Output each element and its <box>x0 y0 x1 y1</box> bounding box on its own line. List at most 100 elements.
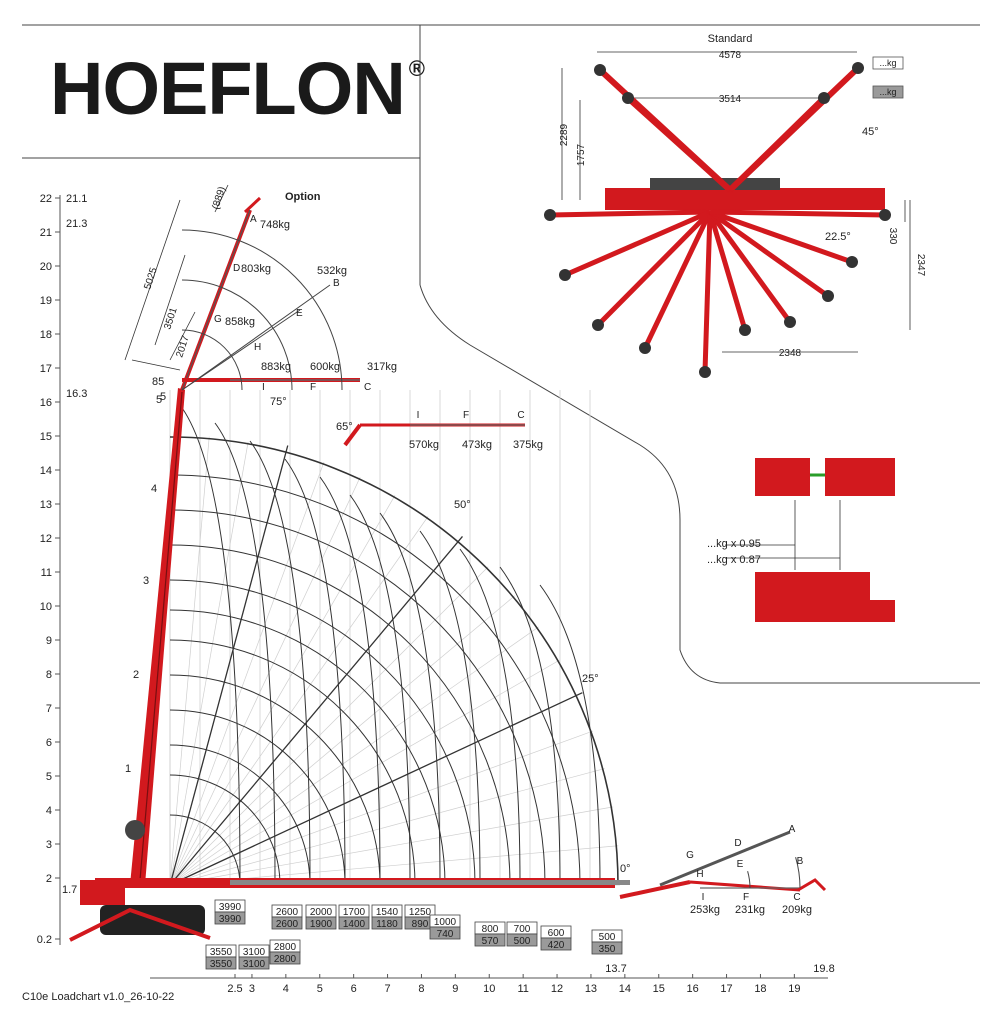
y-tick-label: 16 <box>40 397 52 409</box>
grid-radial <box>169 462 325 886</box>
plan-outrigger-pad <box>822 290 834 302</box>
main-boom-edge <box>139 391 183 881</box>
grid-radial <box>169 495 396 886</box>
dim-5025 <box>124 199 181 361</box>
angle-45: 45° <box>862 126 879 138</box>
jib65-point-C: C <box>517 410 524 421</box>
jib65-load: 570kg <box>409 439 439 451</box>
jib65-point-F: F <box>463 410 469 421</box>
plan-outrigger-upper <box>727 95 827 193</box>
capacity-box-bottom <box>371 916 403 930</box>
y-tick-label: 12 <box>40 533 52 545</box>
crane-body <box>80 880 125 905</box>
load-arc <box>169 509 546 886</box>
y-tick-label: 11 <box>41 567 52 579</box>
x-tick-label: 14 <box>619 983 631 995</box>
dim-2017 <box>169 311 196 361</box>
plan-outrigger-pad <box>784 316 796 328</box>
hoeflon-logo: HOEFLON® <box>50 47 425 130</box>
detail-bottom-right <box>825 572 870 622</box>
factor-087: ...kg x 0.87 <box>707 554 761 566</box>
dim-2289: 2289 <box>559 123 570 146</box>
y-tick-label: 18 <box>40 329 52 341</box>
kg-box-1 <box>872 56 904 70</box>
capacity-bottom-value: 1400 <box>343 919 366 930</box>
jib0-base <box>619 880 691 899</box>
capacity-box-bottom <box>214 911 246 925</box>
capacity-top-value: 1540 <box>376 907 399 918</box>
detail-top-left <box>755 458 810 496</box>
grid-radial <box>169 477 361 886</box>
jib-load-D: 803kg <box>241 263 271 275</box>
capacity-top-value: 1700 <box>343 907 366 918</box>
dim-1757: 1757 <box>576 143 587 166</box>
jib0-point-F: F <box>743 892 749 903</box>
y-tick-label: 2 <box>46 873 52 885</box>
capacity-box-bottom <box>429 926 461 940</box>
jib0-point-A: A <box>789 824 796 835</box>
x-tick-label: 16 <box>687 983 699 995</box>
arc-angle-0: 0° <box>620 863 631 875</box>
jib-point-F: F <box>310 382 316 393</box>
plan-outrigger-lower <box>709 209 886 218</box>
jib65-load: 473kg <box>462 439 492 451</box>
dim-3514: 3514 <box>719 94 742 105</box>
dim-4578: 4578 <box>719 50 742 61</box>
x-tick-label: 17 <box>720 983 732 995</box>
kg-box-1-label: ...kg <box>879 58 896 68</box>
plan-outrigger-pad <box>818 92 830 104</box>
plan-outrigger-pad <box>544 209 556 221</box>
jib0-point-H: H <box>696 869 703 880</box>
capacity-curve <box>419 530 481 886</box>
load-arc <box>169 609 446 886</box>
jib-radial <box>181 284 331 391</box>
angle-5-label: 5 <box>156 394 162 406</box>
capacity-bottom-value: 740 <box>437 929 454 940</box>
detail-top-right <box>825 458 895 496</box>
jib0-load: 231kg <box>735 904 765 916</box>
jib-load-G: 858kg <box>225 316 255 328</box>
x-tick-label: 10 <box>483 983 495 995</box>
jib0-arc <box>795 857 801 889</box>
dim-889 <box>214 184 229 213</box>
plan-outrigger-pad <box>594 64 606 76</box>
jib-arc <box>181 229 343 391</box>
jib0-point-E: E <box>737 859 744 870</box>
boom-section-label: 5 <box>160 391 166 403</box>
capacity-box-bottom <box>474 933 506 947</box>
capacity-bottom-value: 1180 <box>376 919 398 930</box>
load-arc <box>169 474 581 886</box>
kg-box-2 <box>872 85 904 99</box>
capacity-curve <box>379 512 441 886</box>
plan-outrigger-pad <box>846 256 858 268</box>
capacity-box-bottom <box>238 956 270 970</box>
y-tick-label: 9 <box>46 635 52 647</box>
x-tick-label: 8 <box>418 983 424 995</box>
jib65-arm <box>343 423 362 447</box>
jib-point-H: H <box>254 342 261 353</box>
y-tick-label: 14 <box>40 465 52 477</box>
plan-outrigger-pad <box>592 319 604 331</box>
plan-outrigger-pad <box>622 92 634 104</box>
dim-2348: 2348 <box>779 348 802 359</box>
y-tick-label: 6 <box>46 737 52 749</box>
outrigger-legs <box>69 907 211 942</box>
capacity-top-value: 3550 <box>210 947 233 958</box>
x-tick-label: 7 <box>384 983 390 995</box>
y-tick-label: 0.2 <box>37 934 52 946</box>
capacity-curve <box>249 440 311 886</box>
detail-bottom-ext <box>870 600 895 622</box>
x-tick-label: 11 <box>517 983 528 995</box>
plan-outrigger-lower <box>707 211 748 331</box>
jib0-point-G: G <box>686 850 694 861</box>
jib65-load: 375kg <box>513 439 543 451</box>
y-tick-label: 13 <box>40 499 52 511</box>
jib0-horizontal <box>689 880 801 892</box>
horizontal-boom-inner <box>230 880 630 885</box>
jib0-point-C: C <box>793 892 800 903</box>
x-tick-label: 19 <box>788 983 800 995</box>
load-arc <box>169 709 346 886</box>
jib-load-F: 600kg <box>310 361 340 373</box>
